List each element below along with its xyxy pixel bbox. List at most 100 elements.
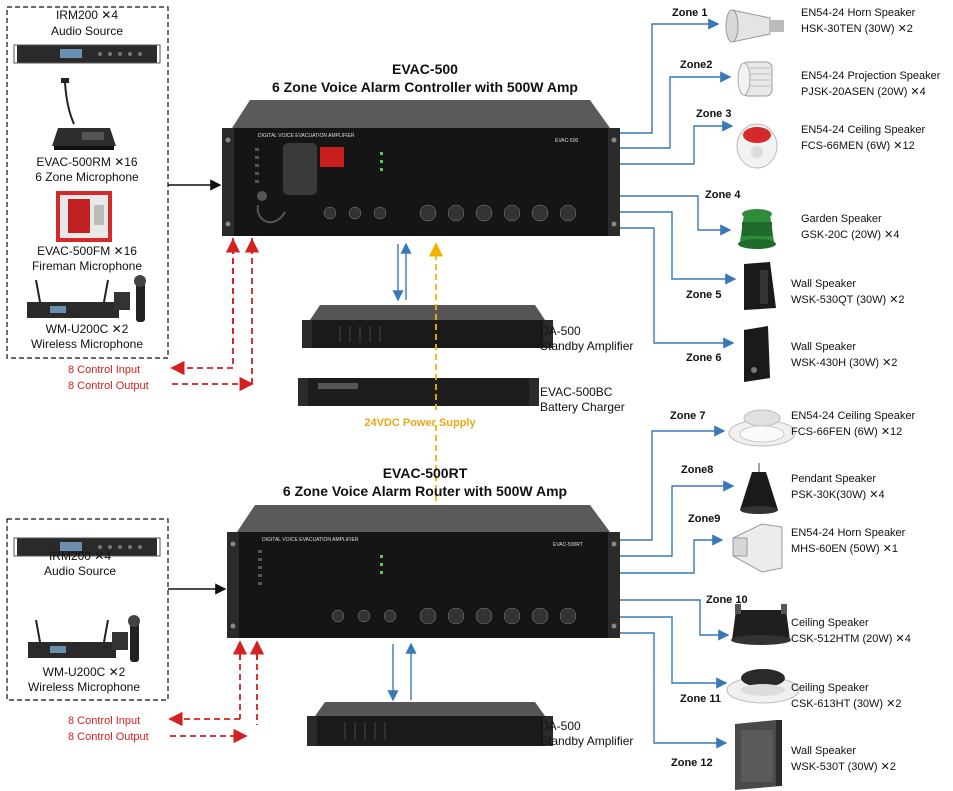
router-model-title: EVAC-500RT [383,465,468,481]
charger-model: EVAC-500BC [540,385,613,399]
source-top-1-line1: EVAC-500RM ✕16 [36,155,138,169]
zone-5-wire [620,211,737,285]
control-top-output-label: 8 Control Output [68,380,149,392]
zone-7-line2: FCS-66FEN (6W) ✕12 [791,426,902,438]
router-panel-model: EVAC-500RT [553,542,583,548]
zone-3-line2: FCS-66MEN (6W) ✕12 [801,140,915,152]
wall-speaker-icon [744,262,776,310]
zone-6-line2: WSK-430H (30W) ✕2 [791,357,897,369]
zone-1-label: Zone 1 [672,7,707,19]
source-top-3-line2: Wireless Microphone [31,337,143,351]
zone-11-line1: Ceiling Speaker [791,682,869,694]
zone-1-line1: EN54-24 Horn Speaker [801,7,916,19]
horn-speaker-icon [732,523,783,573]
zone-8-line1: Pendant Speaker [791,473,876,485]
horn-speaker-icon [725,9,784,43]
fireman-microphone-cabinet-icon [56,191,112,242]
zone-8-label: Zone8 [681,464,713,476]
controller-subtitle: 6 Zone Voice Alarm Controller with 500W … [272,79,578,95]
zone-9-wire [620,534,724,574]
source-top-2-line2: Fireman Microphone [32,259,142,273]
ceiling-speaker-icon [731,604,791,645]
ceiling-speaker-icon [736,123,778,169]
zone-2-line1: EN54-24 Projection Speaker [801,70,941,82]
zone-12-line2: WSK-530T (30W) ✕2 [791,761,896,773]
zone-5-line1: Wall Speaker [791,278,856,290]
zone-7-line1: EN54-24 Ceiling Speaker [791,410,915,422]
source-top-1-line2: 6 Zone Microphone [35,170,139,184]
zone-4-label: Zone 4 [705,189,741,201]
zone-4-line1: Garden Speaker [801,213,882,225]
standby-top-desc: Standby Amplifier [540,339,633,353]
zone-11-label: Zone 11 [680,693,721,705]
ceiling-speaker-icon [728,409,796,447]
irm200-device-icon [13,44,161,64]
controller-panel-label: DIGITAL VOICE EVACUATION AMPLIFIER [258,133,355,139]
source-bottom-0-line2: Audio Source [44,564,116,578]
control-top-input-label: 8 Control Input [68,364,140,376]
zone-2-label: Zone2 [680,59,712,71]
zone-11-line2: CSK-613HT (30W) ✕2 [791,698,902,710]
source-top-3-line1: WM-U200C ✕2 [46,322,129,336]
control-bottom-output-label: 8 Control Output [68,731,149,743]
projection-speaker-icon [737,61,773,97]
source-top-0-line2: Audio Source [51,24,123,38]
bottom-source-group [6,518,169,701]
source-bottom-0-line1: IRM200 ✕4 [49,549,111,563]
zone-12-label: Zone 12 [671,757,713,769]
wireless-microphone-icon [27,275,146,322]
zone-6-line1: Wall Speaker [791,341,856,353]
zone-7-label: Zone 7 [670,410,705,422]
da-500-standby-amplifier-top [302,305,553,348]
irm200-device-icon-bottom [13,537,161,557]
ceiling-speaker-icon [726,669,800,704]
standby-bottom-desc: Standby Amplifier [540,734,633,748]
source-bottom-1-line2: Wireless Microphone [28,680,140,694]
zone-9-line2: MHS-60EN (50W) ✕1 [791,543,898,555]
power-supply-label: 24VDC Power Supply [364,417,476,429]
control-bottom-input-label: 8 Control Input [68,715,140,727]
controller-panel-model: EVAC-500 [555,138,578,144]
controller-model-title: EVAC-500 [392,61,458,77]
wall-speaker-icon [735,720,782,790]
paging-microphone-icon [52,78,116,150]
router-panel-label: DIGITAL VOICE EVACUATION AMPLIFIER [262,537,359,543]
zone-2-wire [620,71,732,149]
zone-3-label: Zone 3 [696,108,731,120]
zone-6-wire [620,227,735,349]
zone-5-label: Zone 5 [686,289,721,301]
zone-8-line2: PSK-30K(30W) ✕4 [791,489,885,501]
zone-10-label: Zone 10 [706,594,748,606]
zone-2-line2: PJSK-20ASEN (20W) ✕4 [801,86,926,98]
zone-12-wire [620,632,728,749]
zone-12-line1: Wall Speaker [791,745,856,757]
zone-9-line1: EN54-24 Horn Speaker [791,527,906,539]
garden-speaker-icon [738,209,776,249]
zone-1-line2: HSK-30TEN (30W) ✕2 [801,23,913,35]
pendant-speaker-icon [740,463,778,514]
zone-4-wire [620,195,732,236]
charger-desc: Battery Charger [540,400,625,414]
da-500-standby-amplifier-bottom [307,702,553,746]
zone-3-wire [620,120,734,165]
zone-6-label: Zone 6 [686,352,721,364]
zone-7-wire [620,425,726,541]
wireless-microphone-icon-bottom [28,615,140,662]
control-input-wire-top [170,238,234,376]
source-top-0-line1: IRM200 ✕4 [56,8,118,22]
wall-speaker-icon [744,326,770,382]
router-subtitle: 6 Zone Voice Alarm Router with 500W Amp [283,483,567,499]
standby-top-model: DA-500 [540,324,581,338]
zone-10-line1: Ceiling Speaker [791,617,869,629]
zone-3-line1: EN54-24 Ceiling Speaker [801,124,925,136]
zone-11-wire [620,616,728,689]
source-top-2-line1: EVAC-500FM ✕16 [37,244,137,258]
standby-bottom-model: DA-500 [540,719,581,733]
zone-5-line2: WSK-530QT (30W) ✕2 [791,294,905,306]
zone-8-wire [620,480,735,557]
evac-500-controller-unit: DIGITAL VOICE EVACUATION AMPLIFIER EVAC-… [222,100,620,236]
zone-9-label: Zone9 [688,513,720,525]
evac-500rt-router-unit: DIGITAL VOICE EVACUATION AMPLIFIER EVAC-… [227,505,620,638]
zone-1-wire [620,18,720,134]
